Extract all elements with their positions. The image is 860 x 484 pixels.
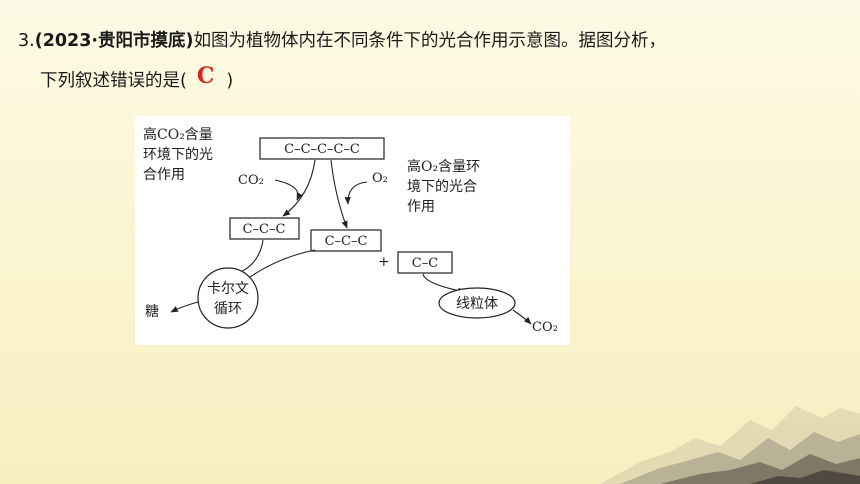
c3-right-box — [310, 229, 382, 252]
arrow-o2-in — [344, 181, 368, 205]
c5-box — [259, 137, 385, 160]
high-o2-label-line1: 高O₂含量环 — [407, 158, 480, 175]
question-line-2: 下列叙述错误的是( C) — [18, 60, 858, 100]
mitochondria-ellipse — [438, 287, 516, 319]
c3-left-text: C–C–C — [243, 222, 286, 237]
question-number: 3. — [18, 31, 35, 51]
c2-text: C–C — [412, 256, 438, 271]
sugar-label: 糖 — [145, 304, 159, 320]
photosynthesis-diagram: 高CO₂含量 环境下的光 合作用 高O₂含量环 境下的光合 作用 C–C–C–C… — [135, 116, 570, 345]
co2-input-label: CO₂ — [238, 173, 264, 188]
high-o2-label-line2: 境下的光合 — [407, 179, 477, 195]
landscape-decoration — [600, 406, 860, 484]
close-paren: ) — [226, 71, 234, 91]
arrow-c5-to-c3-right — [330, 159, 348, 229]
high-o2-label-line3: 作用 — [407, 199, 435, 215]
plus-sign: + — [378, 254, 390, 270]
c5-text: C–C–C–C–C — [284, 142, 360, 157]
calvin-cycle-line1: 卡尔文 — [207, 281, 249, 297]
question-stem: 如图为植物体内在不同条件下的光合作用示意图。据图分析， — [193, 31, 667, 51]
calvin-cycle-line2: 循环 — [214, 301, 242, 317]
arrow-mitochondria-to-co2 — [512, 309, 532, 325]
high-co2-label-line2: 环境下的光 — [143, 147, 213, 163]
c3-left-box — [229, 217, 300, 240]
arrow-c3-right-to-calvin — [242, 249, 316, 283]
mitochondria-label: 线粒体 — [456, 296, 498, 312]
arrow-c5-to-c3-left — [282, 159, 316, 217]
question-line-1: 3.(2023·贵阳市摸底)如图为植物体内在不同条件下的光合作用示意图。据图分析… — [18, 22, 858, 60]
high-co2-label-line3: 合作用 — [143, 167, 185, 183]
c3-right-text: C–C–C — [325, 234, 368, 249]
answer-letter: C — [196, 63, 215, 89]
o2-input-label: O₂ — [372, 171, 388, 186]
question-source: (2023·贵阳市摸底) — [34, 31, 194, 51]
calvin-cycle-circle — [197, 267, 259, 329]
arrow-calvin-to-sugar — [170, 301, 199, 313]
co2-output-label: CO₂ — [532, 320, 558, 335]
c2-box — [397, 251, 453, 274]
question-prompt: 下列叙述错误的是( — [40, 71, 187, 91]
question-text: 3.(2023·贵阳市摸底)如图为植物体内在不同条件下的光合作用示意图。据图分析… — [18, 22, 858, 100]
arrow-co2-in — [274, 179, 303, 201]
high-co2-label-line1: 高CO₂含量 — [143, 126, 213, 143]
